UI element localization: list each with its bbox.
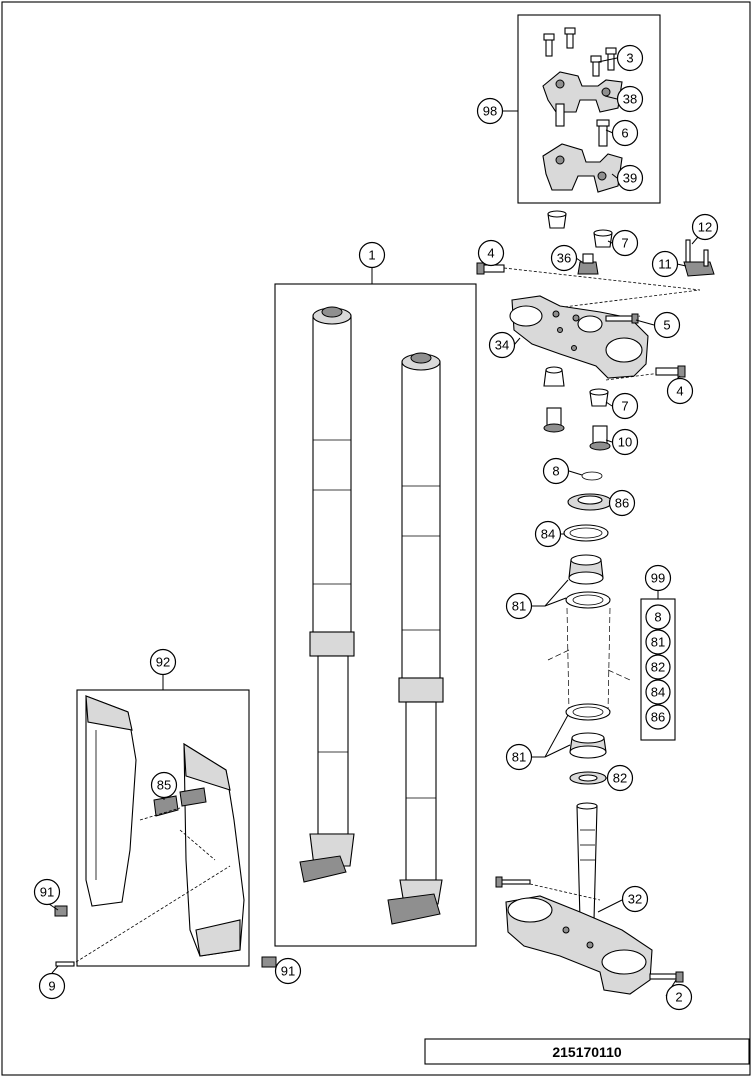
upper-triple-clamp-assembly <box>476 210 715 451</box>
svg-text:8: 8 <box>654 610 661 625</box>
callout-82: 82 <box>606 764 634 792</box>
callout-4-lower: 4 <box>666 377 694 405</box>
svg-text:1: 1 <box>368 248 375 263</box>
kit-99-item-2: 81 <box>645 629 671 655</box>
handlebar-clamp-kit-box <box>503 14 661 204</box>
right-fork-leg <box>387 352 444 925</box>
svg-text:84: 84 <box>541 527 555 542</box>
svg-text:39: 39 <box>623 171 637 186</box>
svg-text:11: 11 <box>658 257 672 272</box>
kit-99-item-3: 82 <box>645 654 671 680</box>
callout-1: 1 <box>358 241 386 269</box>
svg-text:81: 81 <box>651 635 665 650</box>
callout-6: 6 <box>611 119 639 147</box>
svg-text:4: 4 <box>676 384 683 399</box>
callout-39: 39 <box>616 164 644 192</box>
callout-2: 2 <box>665 983 693 1011</box>
callout-12: 12 <box>691 213 719 241</box>
svg-text:98: 98 <box>483 104 497 119</box>
callout-7-upper: 7 <box>611 229 639 257</box>
svg-text:36: 36 <box>557 251 571 266</box>
svg-text:84: 84 <box>651 685 665 700</box>
svg-text:5: 5 <box>663 318 670 333</box>
left-fork-leg <box>299 306 355 883</box>
callout-92: 92 <box>149 648 177 676</box>
drawing-code-box: 215170110 <box>424 1038 750 1065</box>
callout-5: 5 <box>653 311 681 339</box>
svg-text:7: 7 <box>621 399 628 414</box>
kit-99-item-4: 84 <box>645 679 671 705</box>
kit-99-item-1: 8 <box>645 604 671 630</box>
svg-text:91: 91 <box>40 885 54 900</box>
svg-text:99: 99 <box>651 571 665 586</box>
svg-text:6: 6 <box>621 126 628 141</box>
svg-text:8: 8 <box>552 464 559 479</box>
svg-text:32: 32 <box>628 892 642 907</box>
lower-triple-clamp-with-stem <box>495 802 684 995</box>
callout-91-right: 91 <box>274 957 302 985</box>
callout-32: 32 <box>621 885 649 913</box>
fork-legs-box <box>274 268 477 947</box>
callout-36: 36 <box>550 244 578 272</box>
svg-text:81: 81 <box>512 599 526 614</box>
svg-text:86: 86 <box>615 496 629 511</box>
svg-text:9: 9 <box>48 979 55 994</box>
svg-text:92: 92 <box>156 655 170 670</box>
svg-text:10: 10 <box>618 435 632 450</box>
kit-99-item-5: 86 <box>645 704 671 730</box>
svg-text:85: 85 <box>157 778 171 793</box>
svg-text:3: 3 <box>626 51 633 66</box>
fork-guard-box <box>75 675 250 967</box>
svg-text:38: 38 <box>623 92 637 107</box>
svg-text:82: 82 <box>613 771 627 786</box>
callout-38: 38 <box>616 85 644 113</box>
callout-11: 11 <box>651 250 679 278</box>
bearing-kit-box <box>640 590 676 741</box>
svg-text:4: 4 <box>487 246 494 261</box>
callout-8: 8 <box>542 457 570 485</box>
callout-81-upper: 81 <box>505 592 533 620</box>
callout-86: 86 <box>608 489 636 517</box>
callout-81-lower: 81 <box>505 743 533 771</box>
callout-10: 10 <box>611 428 639 456</box>
screw-91-left <box>54 905 68 917</box>
callout-91-left: 91 <box>33 878 61 906</box>
callout-84: 84 <box>534 520 562 548</box>
svg-text:82: 82 <box>651 660 665 675</box>
callout-9: 9 <box>38 972 66 1000</box>
svg-text:7: 7 <box>621 236 628 251</box>
callout-3: 3 <box>616 44 644 72</box>
screw-91-right <box>261 956 277 968</box>
callout-7-lower: 7 <box>611 392 639 420</box>
svg-text:91: 91 <box>281 964 295 979</box>
svg-text:2: 2 <box>675 990 682 1005</box>
callout-85: 85 <box>150 771 178 799</box>
callout-34: 34 <box>488 331 516 359</box>
callout-99: 99 <box>644 564 672 592</box>
svg-text:12: 12 <box>698 220 712 235</box>
svg-text:86: 86 <box>651 710 665 725</box>
svg-text:34: 34 <box>495 338 509 353</box>
callout-4-upper: 4 <box>477 239 505 267</box>
svg-text:81: 81 <box>512 750 526 765</box>
callout-98: 98 <box>476 97 504 125</box>
screw-9 <box>55 961 75 967</box>
steering-head-bearing-stack <box>547 471 631 785</box>
drawing-code: 215170110 <box>552 1044 622 1060</box>
